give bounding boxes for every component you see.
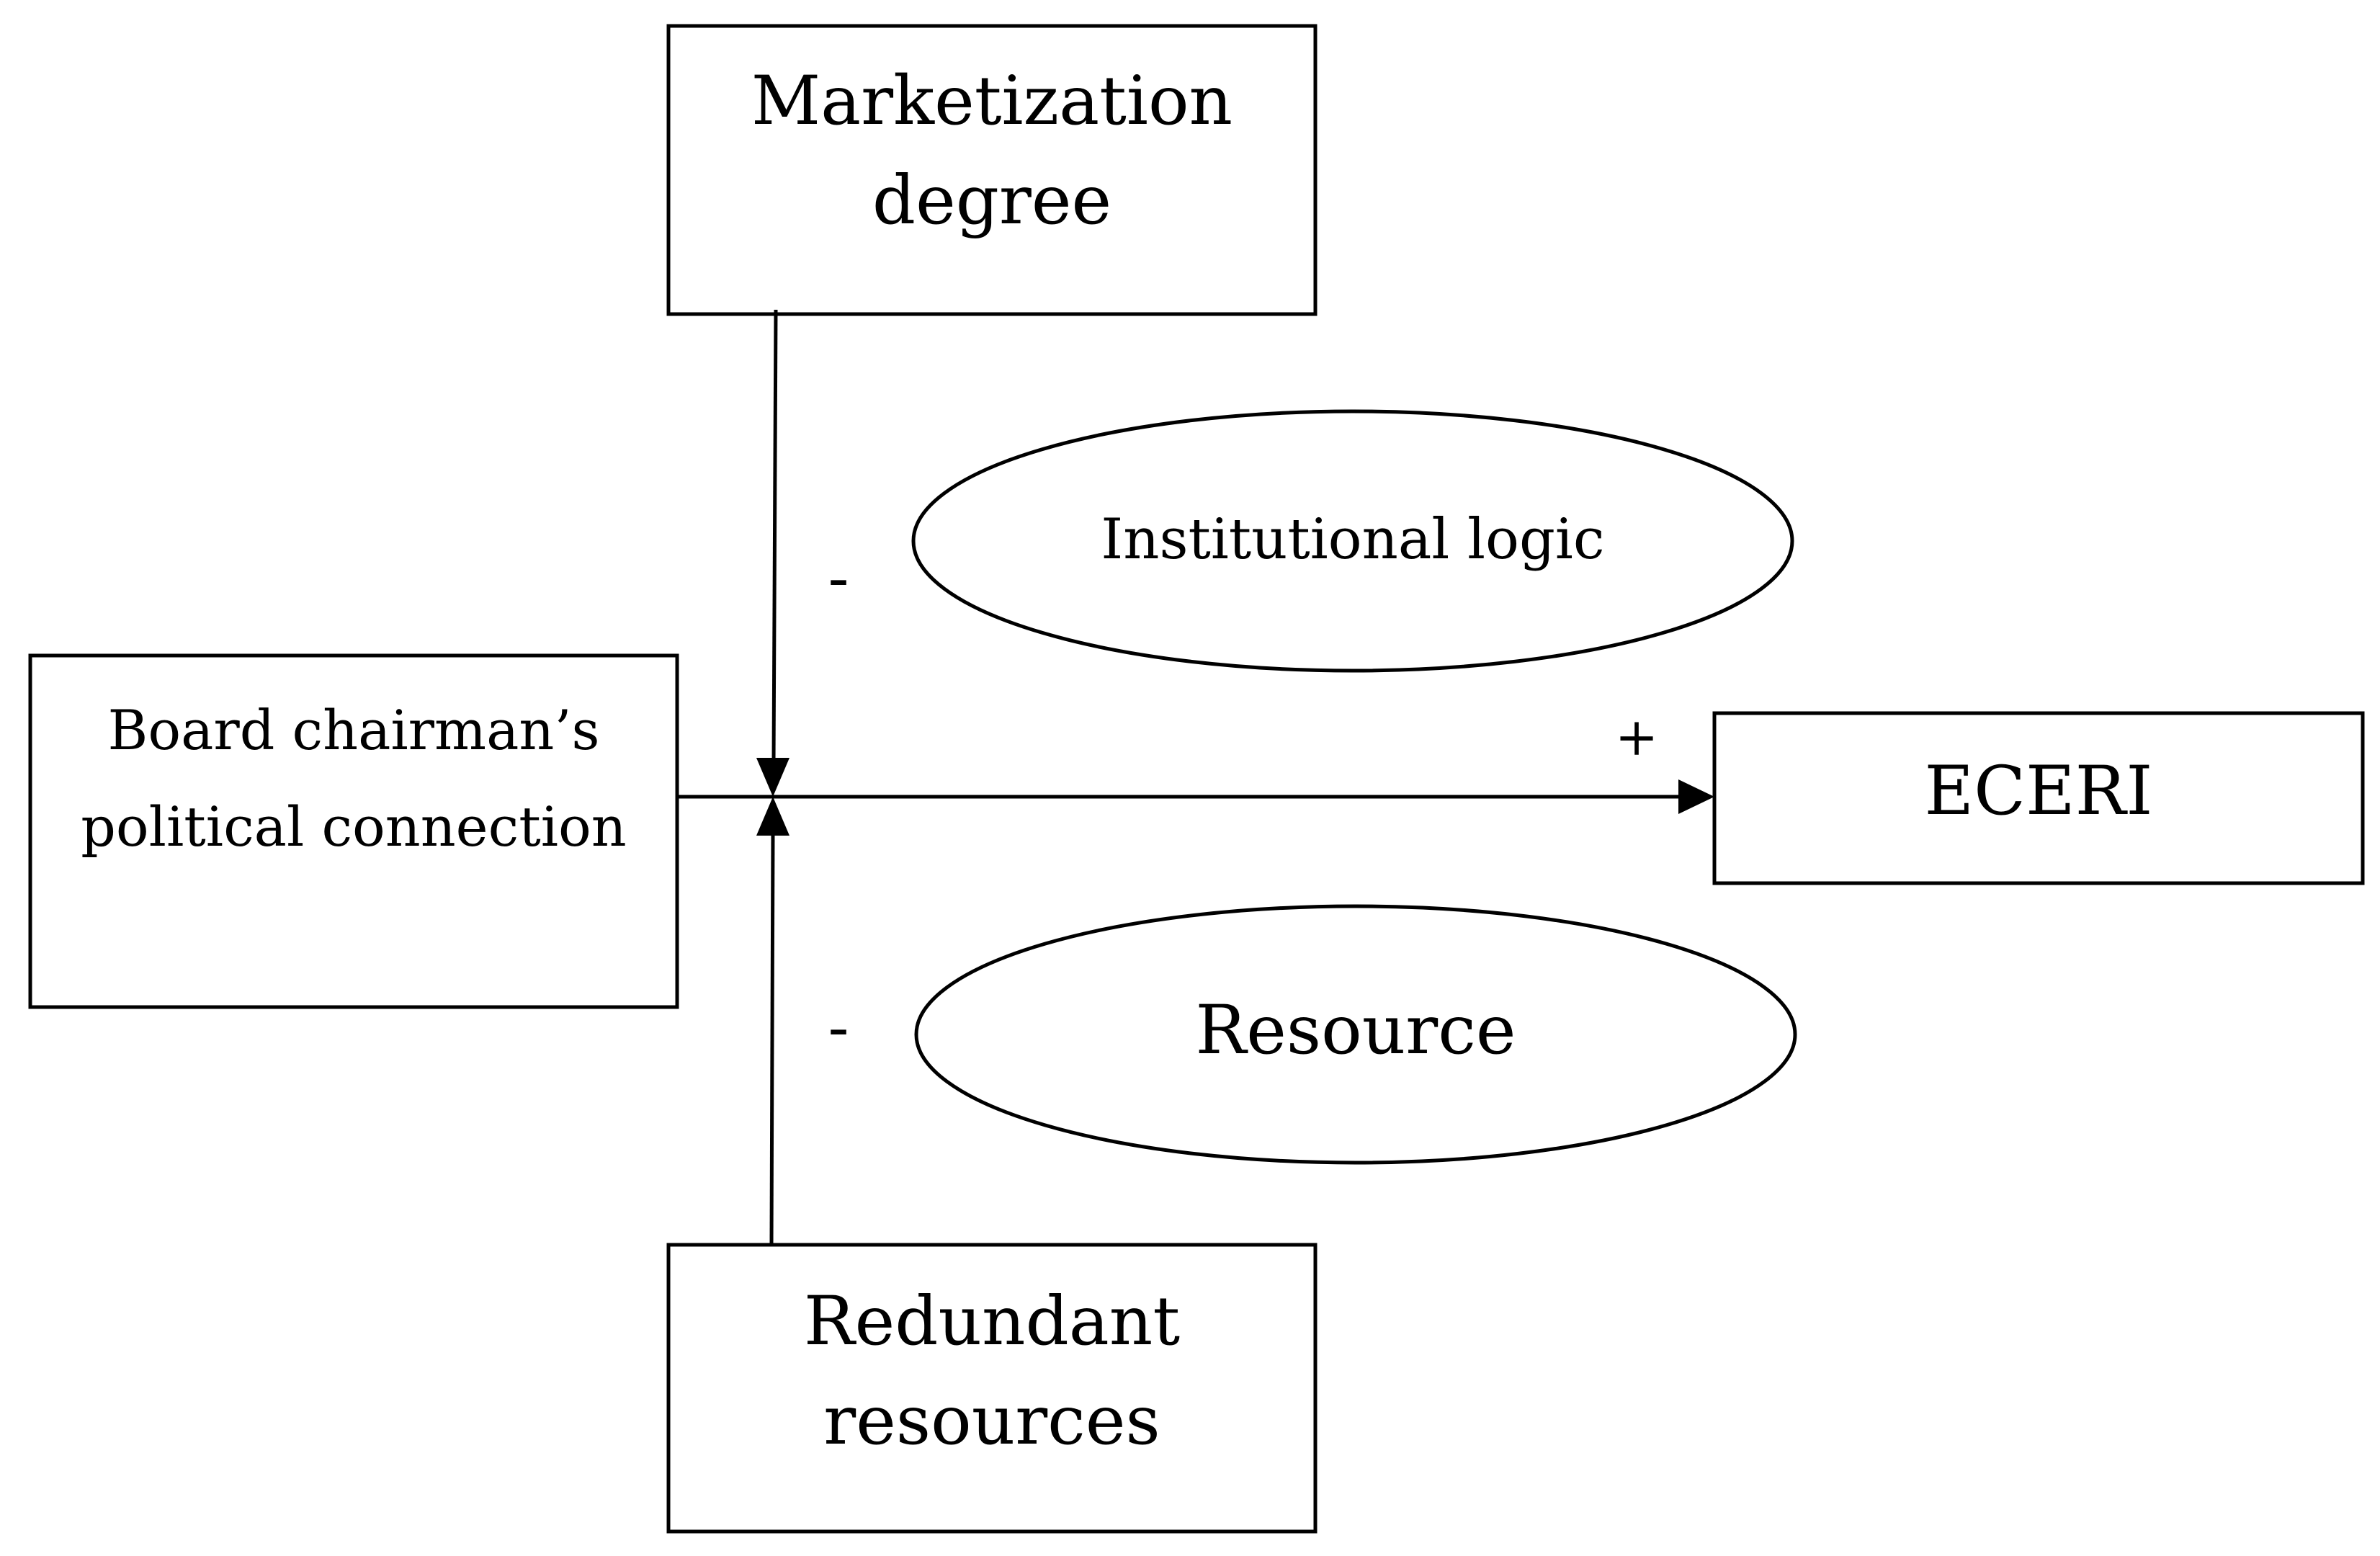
bottom-moderation-sign: - xyxy=(828,992,849,1064)
marketization-moderation-arrow-line xyxy=(771,309,778,763)
resource-node: Resource xyxy=(914,904,1797,1165)
top-moderation-sign: - xyxy=(828,542,849,614)
board-chairman-political-connection-node: Board chairman’s political connection xyxy=(28,653,679,1009)
redundant-resources-moderation-arrow-line xyxy=(769,832,775,1246)
marketization-degree-box xyxy=(666,24,1318,316)
main-effect-arrowhead xyxy=(1678,779,1714,814)
marketization-moderation-arrowhead xyxy=(756,758,789,797)
marketization-degree-node: Marketization degree xyxy=(666,24,1318,316)
eceri-box xyxy=(1712,711,2365,885)
institutional-logic-ellipse xyxy=(911,409,1794,673)
marketization-degree-label-line1: Marketization xyxy=(751,62,1232,140)
redundant-resources-box xyxy=(666,1243,1318,1534)
redundant-resources-node: Redundant resources xyxy=(666,1243,1318,1534)
redundant-resources-moderation-arrowhead xyxy=(756,797,789,836)
main-effect-sign: + xyxy=(1615,707,1658,767)
marketization-moderation-arrow xyxy=(756,309,789,797)
eceri-label: ECERI xyxy=(1924,752,2152,831)
redundant-resources-moderation-arrow xyxy=(756,797,789,1246)
redundant-resources-label-line2: resources xyxy=(823,1382,1160,1460)
redundant-resources-label-line1: Redundant xyxy=(804,1282,1180,1361)
resource-ellipse xyxy=(914,904,1797,1165)
resource-label: Resource xyxy=(1196,991,1516,1070)
eceri-node: ECERI xyxy=(1712,711,2365,885)
board-chairman-political-connection-box xyxy=(28,653,679,1009)
board-chairman-label-line1: Board chairman’s xyxy=(108,698,600,762)
main-effect-arrow xyxy=(677,779,1714,814)
marketization-degree-label-line2: degree xyxy=(872,161,1111,240)
board-chairman-label-line2: political connection xyxy=(81,795,627,859)
institutional-logic-node: Institutional logic xyxy=(911,409,1794,673)
institutional-logic-label: Institutional logic xyxy=(1101,507,1604,572)
